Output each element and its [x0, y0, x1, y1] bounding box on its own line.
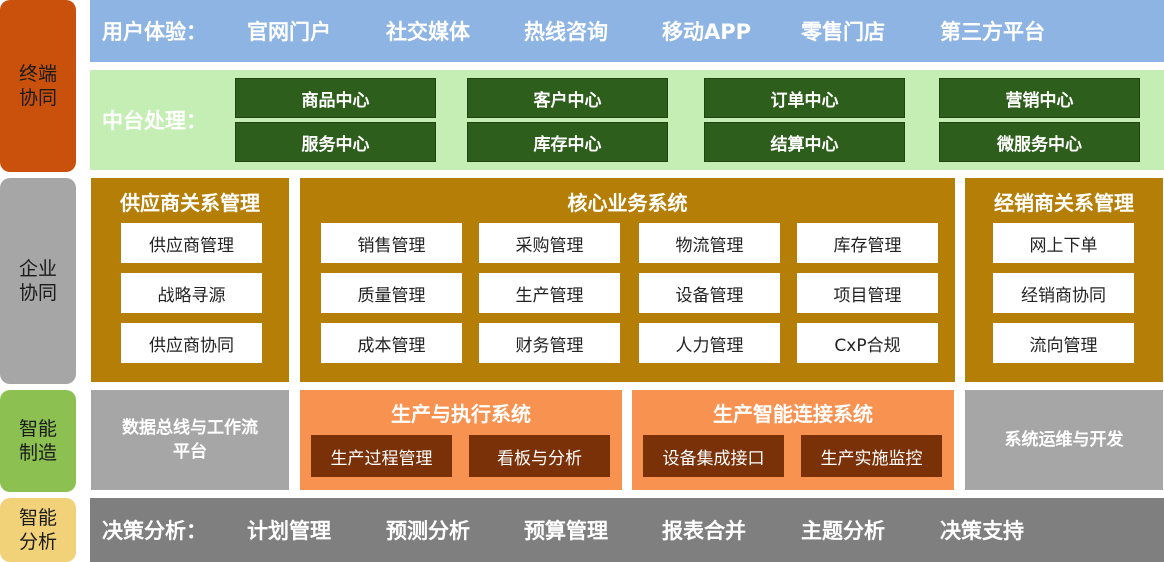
user-experience-band: 用户体验： 官网门户 社交媒体 热线咨询 移动APP 零售门店 第三方平台 — [90, 0, 1164, 62]
dealer-flow-management: 流向管理 — [993, 323, 1134, 363]
channel-mobile-app: 移动APP — [662, 20, 752, 44]
core-logistics: 物流管理 — [639, 223, 780, 263]
core-production: 生产管理 — [479, 273, 620, 313]
data-bus-workflow-platform: 数据总线与工作流 平台 — [91, 390, 289, 490]
side-label-terminal-text: 终端 协同 — [18, 63, 57, 109]
side-label-manufacturing: 智能 制造 — [0, 390, 76, 492]
side-label-analysis: 智能 分析 — [0, 498, 76, 562]
center-service: 服务中心 — [235, 122, 436, 162]
center-inventory: 库存中心 — [467, 122, 668, 162]
core-business-title: 核心业务系统 — [567, 191, 688, 215]
core-hr: 人力管理 — [639, 323, 780, 363]
center-product: 商品中心 — [235, 78, 436, 118]
decision-forecasting: 预测分析 — [386, 519, 470, 543]
channel-social-media: 社交媒体 — [386, 20, 470, 44]
decision-report-consolidation: 报表合并 — [662, 519, 746, 543]
production-monitoring: 生产实施监控 — [801, 435, 942, 477]
equipment-integration-interface: 设备集成接口 — [643, 435, 784, 477]
core-sales: 销售管理 — [321, 223, 462, 263]
side-label-terminal: 终端 协同 — [0, 0, 76, 172]
center-customer: 客户中心 — [467, 78, 668, 118]
side-label-enterprise: 企业 协同 — [0, 178, 76, 384]
decision-planning: 计划管理 — [247, 519, 331, 543]
center-marketing: 营销中心 — [939, 78, 1140, 118]
center-microservice: 微服务中心 — [939, 122, 1140, 162]
production-connect-title: 生产智能连接系统 — [713, 402, 873, 426]
decision-topic-analysis: 主题分析 — [801, 519, 885, 543]
side-label-manufacturing-text: 智能 制造 — [18, 418, 57, 464]
core-equipment: 设备管理 — [639, 273, 780, 313]
side-label-enterprise-text: 企业 协同 — [18, 258, 57, 304]
center-settlement: 结算中心 — [704, 122, 905, 162]
kanban-analysis: 看板与分析 — [469, 435, 610, 477]
dealer-mgmt-title: 经销商关系管理 — [994, 191, 1134, 215]
core-cost: 成本管理 — [321, 323, 462, 363]
middle-platform-label: 中台处理： — [102, 109, 207, 133]
channel-hotline: 热线咨询 — [524, 20, 608, 44]
core-finance: 财务管理 — [479, 323, 620, 363]
channel-website: 官网门户 — [247, 20, 331, 44]
decision-analysis-band: 决策分析： 计划管理 预测分析 预算管理 报表合并 主题分析 决策支持 — [90, 498, 1164, 562]
decision-budgeting: 预算管理 — [524, 519, 608, 543]
supplier-mgmt-title: 供应商关系管理 — [120, 191, 260, 215]
channel-third-party: 第三方平台 — [940, 20, 1045, 44]
core-inventory: 库存管理 — [797, 223, 938, 263]
decision-support: 决策支持 — [940, 519, 1024, 543]
center-order: 订单中心 — [704, 78, 905, 118]
decision-analysis-label: 决策分析： — [102, 519, 207, 543]
side-label-analysis-text: 智能 分析 — [18, 507, 57, 553]
supplier-item-management: 供应商管理 — [121, 223, 262, 263]
channel-retail-store: 零售门店 — [801, 20, 885, 44]
dealer-collaboration: 经销商协同 — [993, 273, 1134, 313]
core-project: 项目管理 — [797, 273, 938, 313]
core-cxp-compliance: CxP合规 — [797, 323, 938, 363]
production-process-mgmt: 生产过程管理 — [311, 435, 452, 477]
production-exec-title: 生产与执行系统 — [391, 402, 531, 426]
system-ops-dev: 系统运维与开发 — [965, 390, 1163, 490]
user-experience-label: 用户体验： — [102, 20, 207, 44]
core-purchasing: 采购管理 — [479, 223, 620, 263]
core-quality: 质量管理 — [321, 273, 462, 313]
system-ops-dev-label: 系统运维与开发 — [1004, 430, 1124, 450]
supplier-item-collaboration: 供应商协同 — [121, 323, 262, 363]
dealer-online-order: 网上下单 — [993, 223, 1134, 263]
supplier-item-sourcing: 战略寻源 — [121, 273, 262, 313]
data-bus-label: 数据总线与工作流 平台 — [122, 418, 258, 462]
